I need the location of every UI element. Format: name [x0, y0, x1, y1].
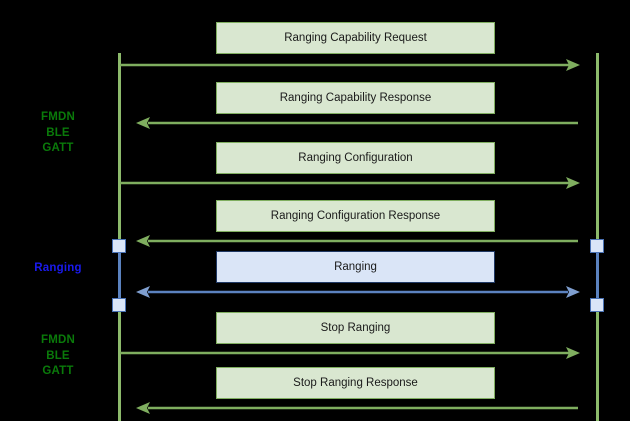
arrow-ranging-configuration-response	[136, 235, 578, 247]
message-box-ranging-capability-request: Ranging Capability Request	[216, 22, 495, 54]
arrow-stop-ranging-response	[136, 402, 578, 414]
lifeline-left	[118, 53, 121, 421]
activation-line-right	[596, 246, 599, 312]
activation-box-left-top	[112, 239, 126, 253]
phase-label-fmdn-ble-gatt-top: FMDN BLE GATT	[40, 111, 75, 154]
activation-line-left	[118, 246, 121, 312]
arrow-stop-ranging	[120, 347, 580, 359]
message-box-ranging-configuration-response: Ranging Configuration Response	[216, 200, 495, 232]
phase-label-ranging: Ranging	[34, 262, 82, 274]
activation-box-right-top	[590, 239, 604, 253]
message-box-stop-ranging-response: Stop Ranging Response	[216, 367, 495, 399]
message-box-ranging: Ranging	[216, 251, 495, 283]
message-box-ranging-capability-response: Ranging Capability Response	[216, 82, 495, 114]
lifeline-right	[596, 53, 599, 421]
activation-box-right-bottom	[590, 298, 604, 312]
phase-label-fmdn-ble-gatt-bottom: FMDN BLE GATT	[40, 334, 75, 377]
message-box-stop-ranging: Stop Ranging	[216, 312, 495, 344]
activation-box-left-bottom	[112, 298, 126, 312]
message-box-ranging-configuration: Ranging Configuration	[216, 142, 495, 174]
arrow-ranging-capability-request	[120, 59, 580, 71]
arrow-ranging-capability-response	[136, 117, 578, 129]
arrow-ranging-bidirectional	[136, 286, 580, 298]
arrow-ranging-configuration	[120, 177, 580, 189]
